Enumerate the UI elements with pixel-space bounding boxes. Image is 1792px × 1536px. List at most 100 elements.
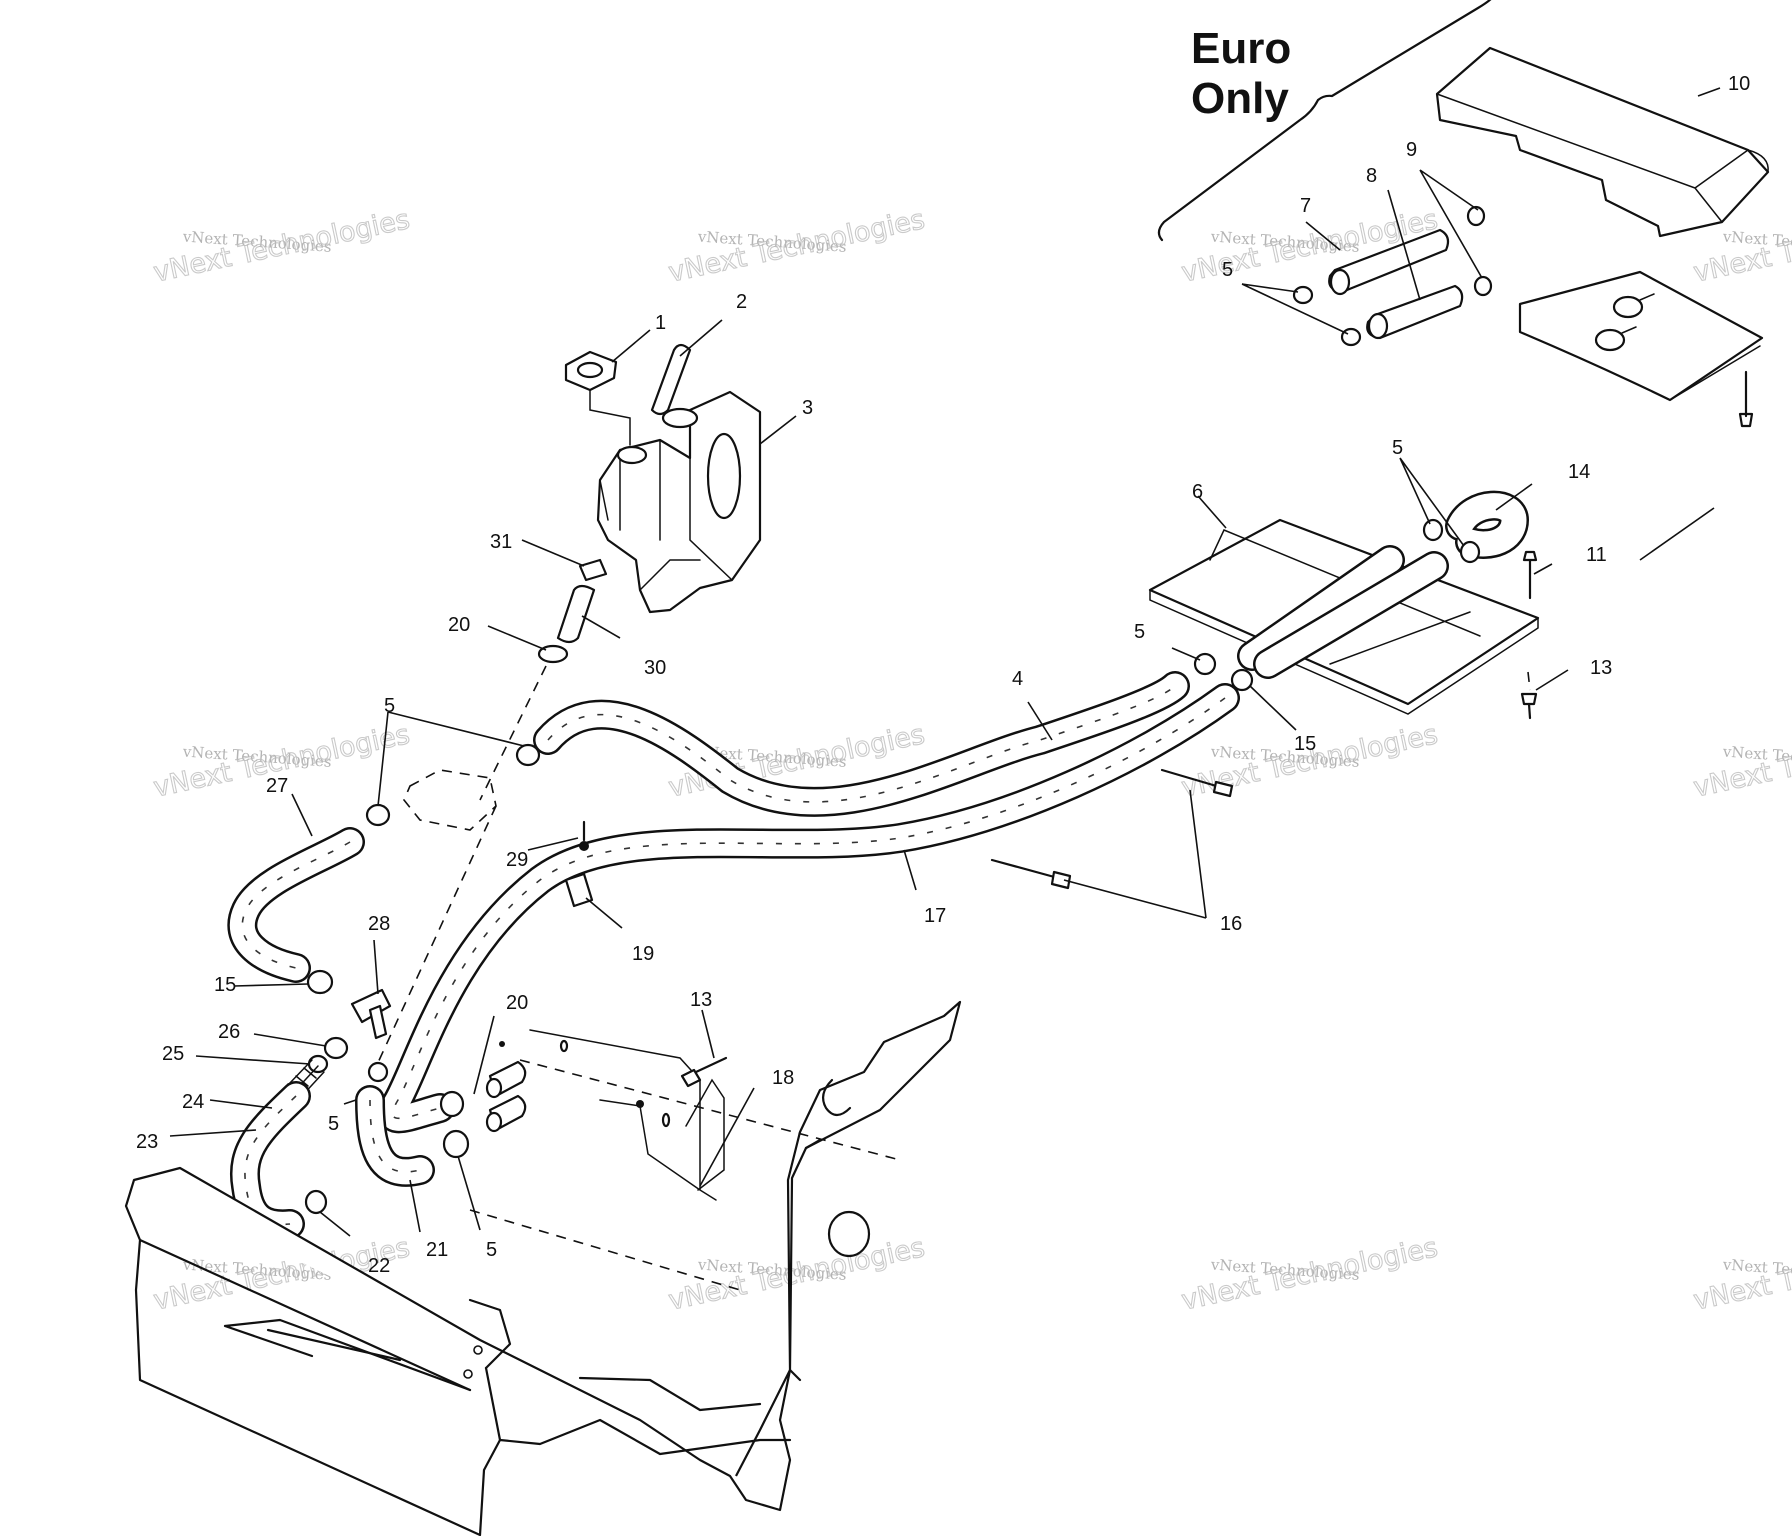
callout-11: 11: [1586, 544, 1607, 566]
callout-29: 29: [506, 849, 528, 871]
callout-9: 9: [1406, 139, 1417, 161]
part-9-clamp-a: [1466, 205, 1486, 227]
callout-21: 21: [426, 1239, 448, 1261]
callout-5-elbow: 5: [1392, 437, 1403, 459]
watermark-large-text: vNext Technologies: [666, 1232, 928, 1317]
part-15-clamp-upper: [1230, 668, 1254, 692]
part-5-clamp-f: [515, 743, 541, 767]
euro-heat-exchanger-plate: [1518, 270, 1764, 402]
callout-7: 7: [1300, 195, 1311, 217]
watermark-large-text: vNext Technologies: [1179, 1232, 1441, 1317]
callout-17: 17: [924, 905, 946, 927]
callout-6: 6: [1192, 481, 1203, 503]
watermark-10: vNext Technologies vNext Technologies: [665, 1232, 928, 1318]
callout-14: 14: [1568, 461, 1590, 483]
part-26-clamp: [323, 1036, 349, 1060]
callout-8: 8: [1366, 165, 1377, 187]
callout-5-lower: 5: [486, 1239, 497, 1261]
part-5-clamp-g: [365, 803, 391, 827]
part-23-hose: [230, 1081, 311, 1240]
callout-3: 3: [802, 397, 813, 419]
part-8-hose: [1366, 284, 1464, 340]
hose-mount-bracket-dashed: [369, 665, 547, 1081]
callout-26: 26: [218, 1021, 240, 1043]
part-30-hose: [556, 584, 596, 644]
tunnel-fittings: [485, 1060, 527, 1133]
watermark-8: vNext Technologies vNext Technologies: [1690, 719, 1792, 805]
euro-bracket-line: [1157, 0, 1492, 242]
callout-5-euro: 5: [1222, 259, 1233, 281]
part-28-tee-fitting: [350, 988, 392, 1040]
leader-lines: [169, 87, 1721, 1237]
part-19-bracket: [564, 872, 594, 908]
callout-31: 31: [490, 531, 512, 553]
part-31-clamp: [578, 558, 608, 582]
callout-15-right: 15: [1294, 733, 1316, 755]
part-15-clamp-lower: [306, 969, 334, 995]
callout-18: 18: [772, 1067, 794, 1089]
callout-30: 30: [644, 657, 666, 679]
part-2-vent-tube: [650, 343, 692, 416]
watermark-12: vNext Technologies vNext Technologies: [1690, 1232, 1792, 1318]
part-5-clamp-e: [1193, 652, 1217, 676]
euro-rivet: [1738, 370, 1754, 428]
callout-5-tee: 5: [328, 1113, 339, 1135]
watermark-2: vNext Technologies vNext Technologies: [665, 204, 928, 290]
watermark-1: vNext Technologies vNext Technologies: [150, 204, 413, 290]
callout-numbers: 1 2 3 4 5 5 5 5 5 5 6 7 8 9 10 11 13 13 …: [136, 73, 1750, 1277]
gasket-to-tank-line: [589, 389, 631, 446]
callout-24: 24: [182, 1091, 204, 1113]
callout-5-exchanger: 5: [1134, 621, 1145, 643]
part-17-hose: [378, 683, 1240, 1134]
watermark-11: vNext Technologies vNext Technologies: [1178, 1232, 1441, 1318]
part-29-screw: [579, 820, 589, 851]
callout-19: 19: [632, 943, 654, 965]
callout-16: 16: [1220, 913, 1242, 935]
callout-20-upper: 20: [448, 614, 470, 636]
part-10-heat-exchanger-cover: [1435, 46, 1770, 238]
callout-5-left: 5: [384, 695, 395, 717]
callout-1: 1: [655, 312, 666, 334]
part-5-clamp-h: [367, 1061, 389, 1083]
callout-28: 28: [368, 913, 390, 935]
watermark-large-text: vNext Technologies: [666, 204, 928, 289]
part-16-cable-tie-b: [990, 858, 1072, 890]
callout-27: 27: [266, 775, 288, 797]
euro-only-region: Euro Only: [1157, 0, 1770, 428]
part-4-hose: [533, 671, 1190, 817]
part-22-clamp: [304, 1189, 328, 1215]
part-27-hose: [227, 827, 365, 983]
callout-2: 2: [736, 291, 747, 313]
part-14-elbow-hose: [1445, 490, 1529, 559]
part-13-screw-right: [1520, 671, 1538, 720]
part-5-clamp-c: [1422, 518, 1444, 542]
callout-25: 25: [162, 1043, 184, 1065]
part-16-cable-tie-a: [1160, 768, 1234, 798]
euro-label-line1: Euro: [1191, 24, 1291, 73]
heat-exchanger-tubes: [1237, 545, 1449, 679]
part-13-screw-left: [680, 1056, 728, 1088]
euro-label-line2: Only: [1191, 74, 1289, 123]
callout-15-left: 15: [214, 974, 236, 996]
callout-4: 4: [1012, 668, 1023, 690]
part-7-hose: [1328, 228, 1450, 296]
part-9-clamp-b: [1473, 275, 1493, 297]
part-1-gasket: [564, 350, 618, 392]
part-11-rivet: [1522, 550, 1538, 600]
callout-23: 23: [136, 1131, 158, 1153]
callout-22: 22: [368, 1255, 390, 1277]
part-5-clamp-d: [1459, 540, 1481, 564]
part-5-clamp-euro-b: [1340, 327, 1362, 347]
part-5-clamp-euro-a: [1292, 285, 1314, 305]
watermark-large-text: vNext Technologies: [151, 204, 413, 289]
part-21-hose: [355, 1085, 435, 1187]
part-5-clamp-i: [442, 1129, 470, 1159]
callout-10: 10: [1728, 73, 1750, 95]
part-20-clamp-lower: [439, 1090, 465, 1118]
callout-20-lower: 20: [506, 992, 528, 1014]
part-3-coolant-tank: [596, 390, 762, 614]
callout-13-left: 13: [690, 989, 712, 1011]
callout-13-right: 13: [1590, 657, 1612, 679]
